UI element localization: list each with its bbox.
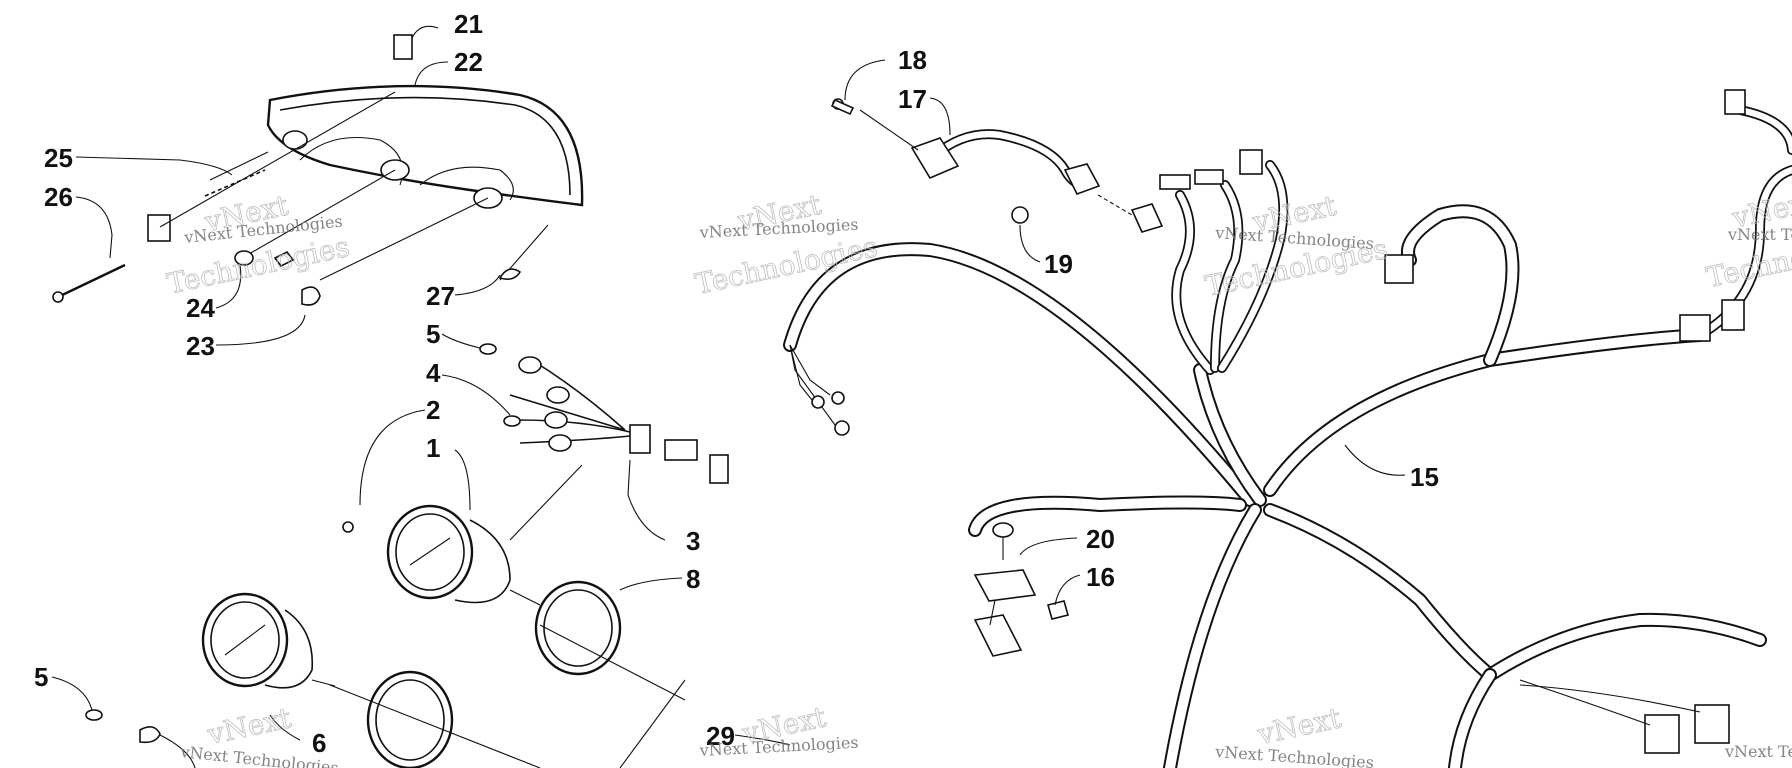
callout-17: 17 [898,84,927,114]
headlight-assembly [266,34,584,209]
callout-26: 26 [44,182,73,212]
callout-27: 27 [426,281,455,311]
callout-16: 16 [1086,562,1115,592]
watermark-brand: vNext [1254,701,1345,751]
callout-19: 19 [1044,249,1073,279]
callout-8: 8 [686,564,700,594]
wire-harness [783,89,1792,768]
callout-22: 22 [454,47,483,77]
callout-6: 6 [312,728,326,758]
callout-4: 4 [426,358,441,388]
callout-29: 29 [706,721,735,751]
callout-18: 18 [898,45,927,75]
callout-15: 15 [1410,462,1439,492]
callout-24: 24 [186,293,215,323]
gauge-lower [201,592,336,689]
headlight-hardware [52,91,549,306]
callout-1: 1 [426,433,440,463]
callout-23: 23 [186,331,215,361]
callout-2: 2 [426,395,440,425]
watermark-brand: vNext [204,701,295,751]
callout-20: 20 [1086,524,1115,554]
callout-21: 21 [454,9,483,39]
watermark-small: vNext Technologies [1727,225,1792,244]
gauge-bezels [329,580,686,768]
callout-3: 3 [686,526,700,556]
watermark-small: vNext Technologies [1214,742,1375,768]
watermark-small: vNext Technologies [1724,742,1792,761]
leader-lines [51,25,1406,746]
callout-labels: 21 22 25 26 24 23 27 5 4 2 1 3 8 5 6 29 … [34,9,1439,758]
gauge-upper [342,504,541,606]
callout-25: 25 [44,143,73,173]
callout-5-lower: 5 [34,662,48,692]
gauge-leads [85,343,729,768]
callout-5-upper: 5 [426,319,440,349]
